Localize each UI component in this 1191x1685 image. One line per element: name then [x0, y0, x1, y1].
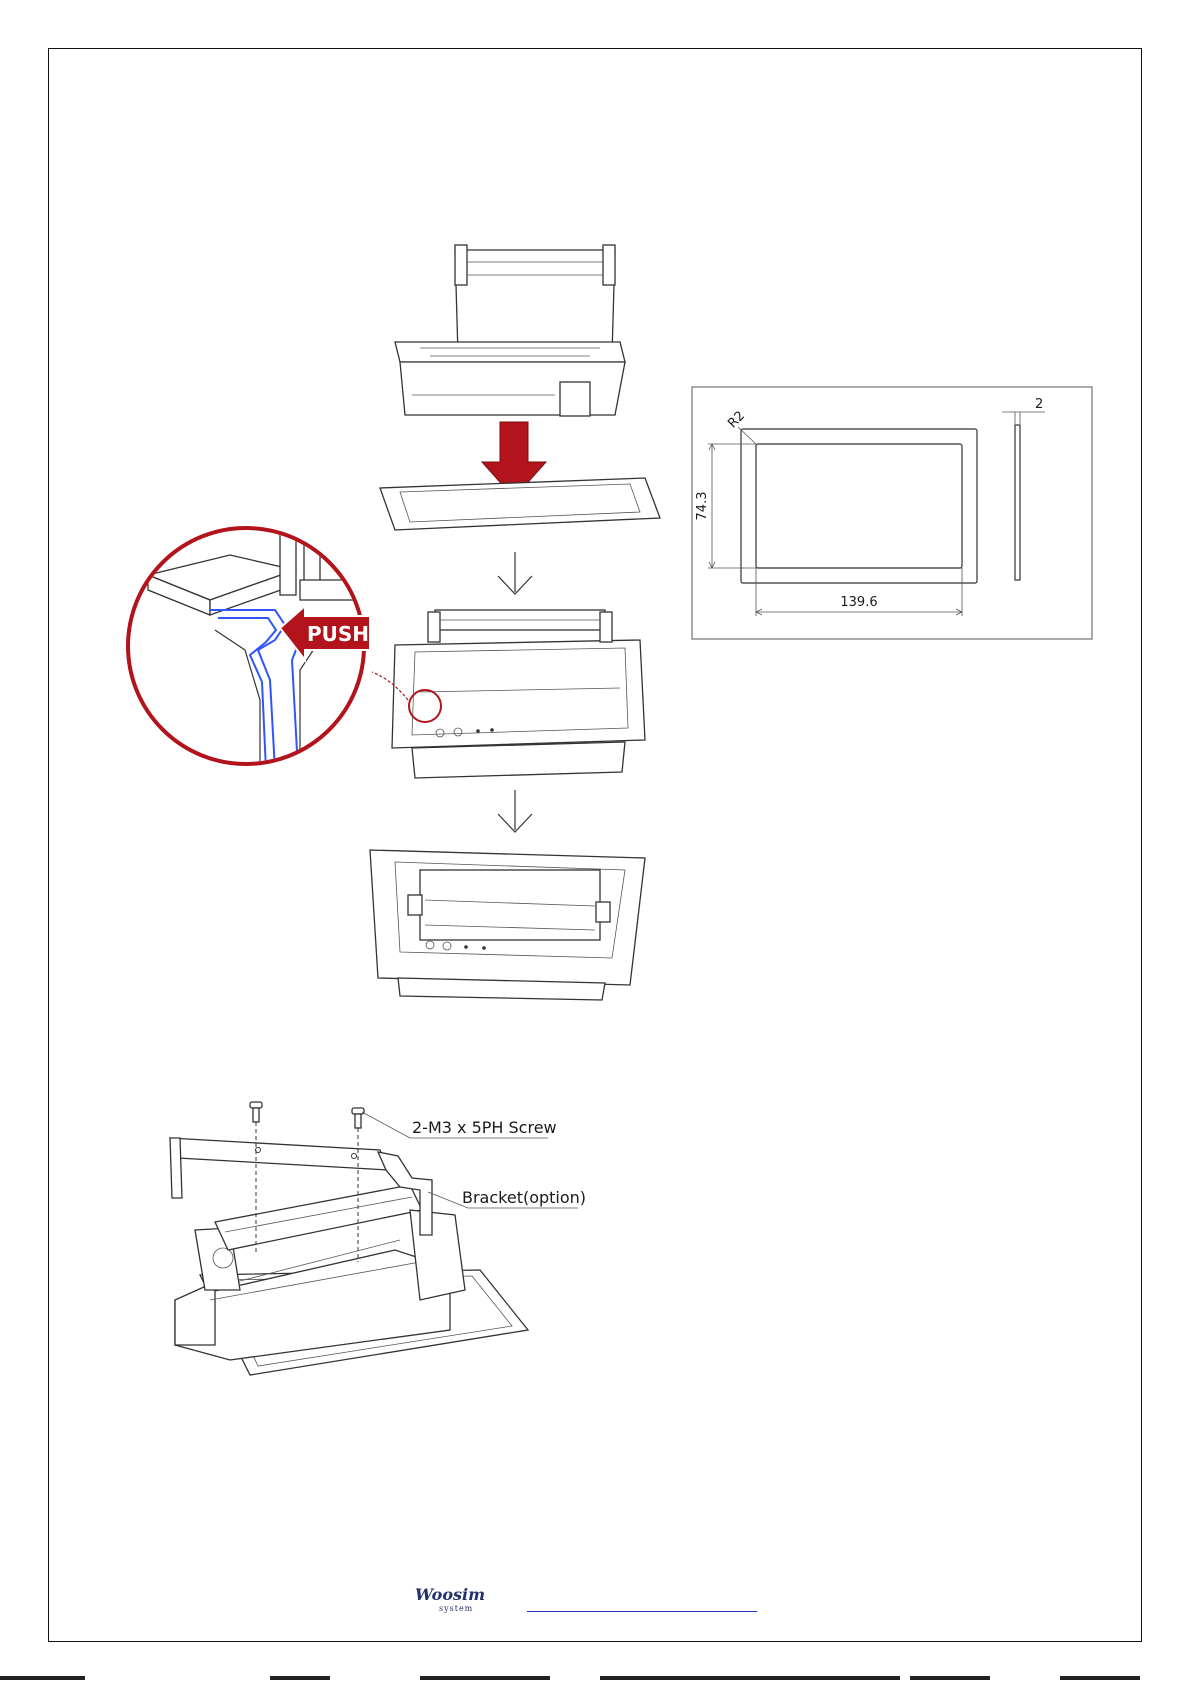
printer-top-view	[395, 245, 625, 416]
printer-in-frame	[372, 610, 645, 778]
bracket-callout: Bracket(option)	[462, 1188, 586, 1207]
cutout-dimension-drawing: R2 74.3 139.6 2	[692, 387, 1092, 639]
gasket-frame	[380, 478, 660, 530]
dimension-height: 74.3	[695, 492, 710, 521]
step-arrow-2	[498, 790, 532, 832]
screw-callout: 2-M3 x 5PH Screw	[412, 1118, 557, 1137]
push-label: PUSH	[307, 622, 369, 646]
dimension-width: 139.6	[840, 595, 877, 610]
push-detail: PUSH	[128, 515, 370, 770]
step-arrow-1	[498, 552, 532, 594]
page-bottom-marks	[0, 1676, 1191, 1685]
printer-installed	[370, 850, 645, 1000]
logo-subtext: system	[439, 1602, 485, 1616]
dimension-thickness: 2	[1035, 397, 1043, 412]
footer-link[interactable]	[527, 1597, 757, 1612]
bracket-assembly: 2-M3 x 5PH Screw Bracket(option)	[170, 1102, 586, 1375]
woosim-logo: Woosim system	[415, 1588, 485, 1616]
